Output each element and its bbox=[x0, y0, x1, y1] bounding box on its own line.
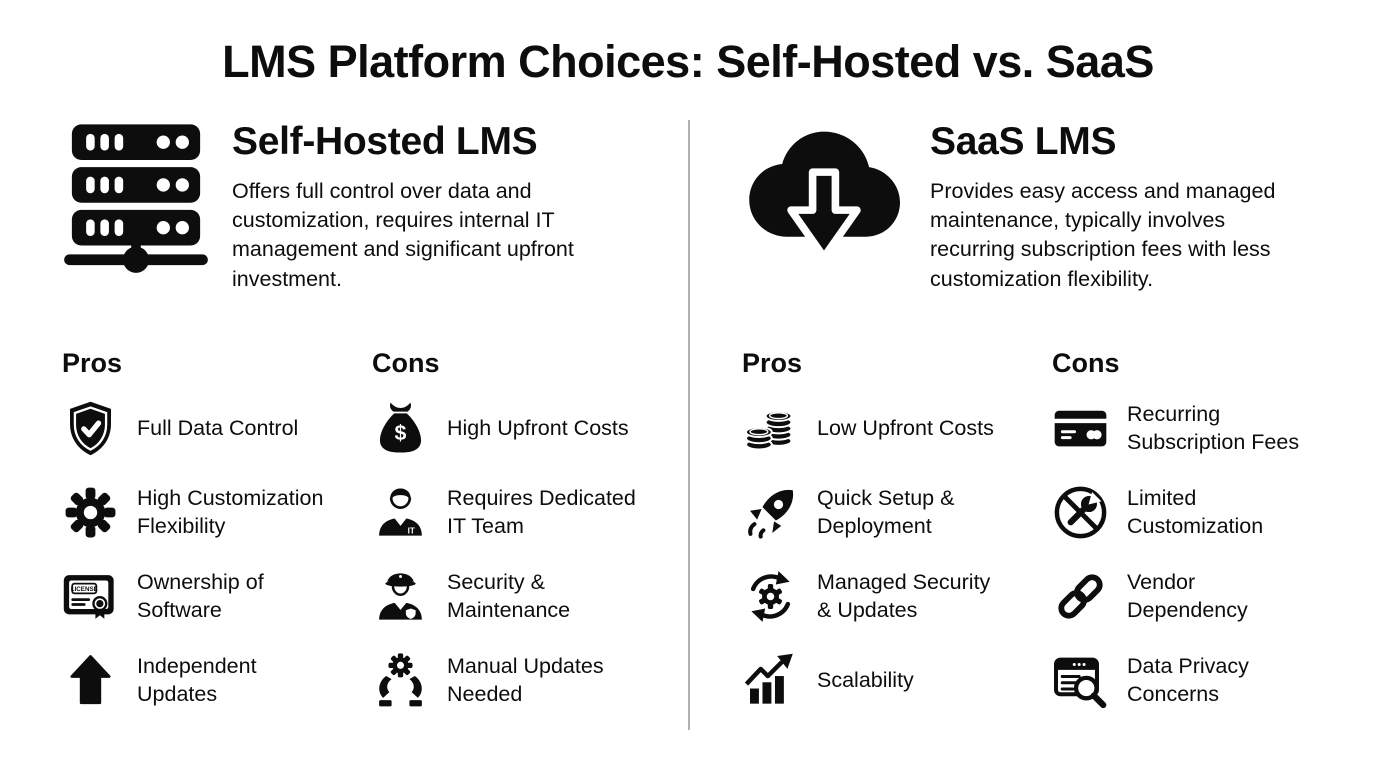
item-label: Data Privacy Concerns bbox=[1127, 653, 1249, 706]
item-label: Full Data Control bbox=[137, 415, 299, 440]
pros-item: Managed Security & Updates bbox=[742, 567, 1047, 625]
saas-pros-column: Pros Low Upfront Costs Quick Setup & Dep… bbox=[742, 348, 1047, 735]
pros-heading: Pros bbox=[742, 348, 803, 378]
sync-gear-icon bbox=[742, 568, 799, 625]
section-heading-self-hosted: Self-Hosted LMS bbox=[232, 120, 538, 163]
cons-item: Recurring Subscription Fees bbox=[1052, 399, 1367, 457]
item-label: Independent Updates bbox=[137, 653, 257, 706]
item-label: Requires Dedicated IT Team bbox=[447, 485, 636, 538]
rocket-icon bbox=[742, 484, 799, 541]
pros-item: Independent Updates bbox=[62, 651, 367, 709]
item-label: High Upfront Costs bbox=[447, 415, 629, 440]
item-label: Ownership of Software bbox=[137, 569, 264, 622]
cons-item: Vendor Dependency bbox=[1052, 567, 1367, 625]
svg-text:$: $ bbox=[395, 421, 407, 445]
cons-item: Data Privacy Concerns bbox=[1052, 651, 1367, 709]
pros-heading: Pros bbox=[62, 348, 123, 378]
chain-link-icon bbox=[1052, 568, 1109, 625]
pros-item: LICENSE Ownership of Software bbox=[62, 567, 367, 625]
item-label: Managed Security & Updates bbox=[817, 569, 991, 622]
saas-cons-column: Cons Recurring Subscription Fees Limited… bbox=[1052, 348, 1367, 735]
vertical-divider bbox=[688, 120, 690, 730]
shield-check-icon bbox=[62, 400, 119, 457]
credit-card-icon bbox=[1052, 400, 1109, 457]
gear-icon bbox=[62, 484, 119, 541]
server-icon bbox=[60, 112, 212, 284]
cons-item: Limited Customization bbox=[1052, 483, 1367, 541]
page-title: LMS Platform Choices: Self-Hosted vs. Sa… bbox=[222, 36, 1154, 87]
cons-item: Manual Updates Needed bbox=[372, 651, 677, 709]
cons-item: Security & Maintenance bbox=[372, 567, 677, 625]
section-heading-saas: SaaS LMS bbox=[930, 120, 1117, 163]
item-label: Quick Setup & Deployment bbox=[817, 485, 955, 538]
arrow-up-icon bbox=[62, 652, 119, 709]
cons-heading: Cons bbox=[1052, 348, 1120, 378]
svg-text:IT: IT bbox=[408, 526, 415, 535]
item-label: Vendor Dependency bbox=[1127, 569, 1248, 622]
self-hosted-cons-column: Cons $ High Upfront Costs IT Requires De… bbox=[372, 348, 677, 735]
it-specialist-icon: IT bbox=[372, 484, 429, 541]
item-label: High Customization Flexibility bbox=[137, 485, 324, 538]
security-guard-icon bbox=[372, 568, 429, 625]
svg-text:LICENSE: LICENSE bbox=[71, 586, 98, 593]
growth-chart-icon bbox=[742, 652, 799, 709]
no-customization-icon bbox=[1052, 484, 1109, 541]
cons-item: $ High Upfront Costs bbox=[372, 399, 677, 457]
cons-item: IT Requires Dedicated IT Team bbox=[372, 483, 677, 541]
document-search-icon bbox=[1052, 652, 1109, 709]
section-self-hosted-header: Self-Hosted LMS Offers full control over… bbox=[232, 120, 617, 294]
item-label: Scalability bbox=[817, 667, 914, 692]
license-certificate-icon: LICENSE bbox=[62, 568, 119, 625]
section-description-self-hosted: Offers full control over data and custom… bbox=[232, 179, 574, 291]
item-label: Recurring Subscription Fees bbox=[1127, 401, 1300, 454]
pros-item: Low Upfront Costs bbox=[742, 399, 1047, 457]
pros-item: Scalability bbox=[742, 651, 1047, 709]
item-label: Security & Maintenance bbox=[447, 569, 571, 622]
cons-heading: Cons bbox=[372, 348, 440, 378]
pros-item: High Customization Flexibility bbox=[62, 483, 367, 541]
self-hosted-pros-column: Pros Full Data Control High Customizatio… bbox=[62, 348, 367, 735]
item-label: Limited Customization bbox=[1127, 485, 1264, 538]
hands-holding-gear-icon bbox=[372, 652, 429, 709]
item-label: Low Upfront Costs bbox=[817, 415, 994, 440]
money-bag-icon: $ bbox=[372, 400, 429, 457]
pros-item: Full Data Control bbox=[62, 399, 367, 457]
section-description-saas: Provides easy access and managed mainten… bbox=[930, 179, 1276, 291]
coin-stack-icon bbox=[742, 400, 799, 457]
pros-item: Quick Setup & Deployment bbox=[742, 483, 1047, 541]
item-label: Manual Updates Needed bbox=[447, 653, 604, 706]
section-saas-header: SaaS LMS Provides easy access and manage… bbox=[930, 120, 1342, 294]
cloud-download-icon bbox=[738, 124, 910, 276]
